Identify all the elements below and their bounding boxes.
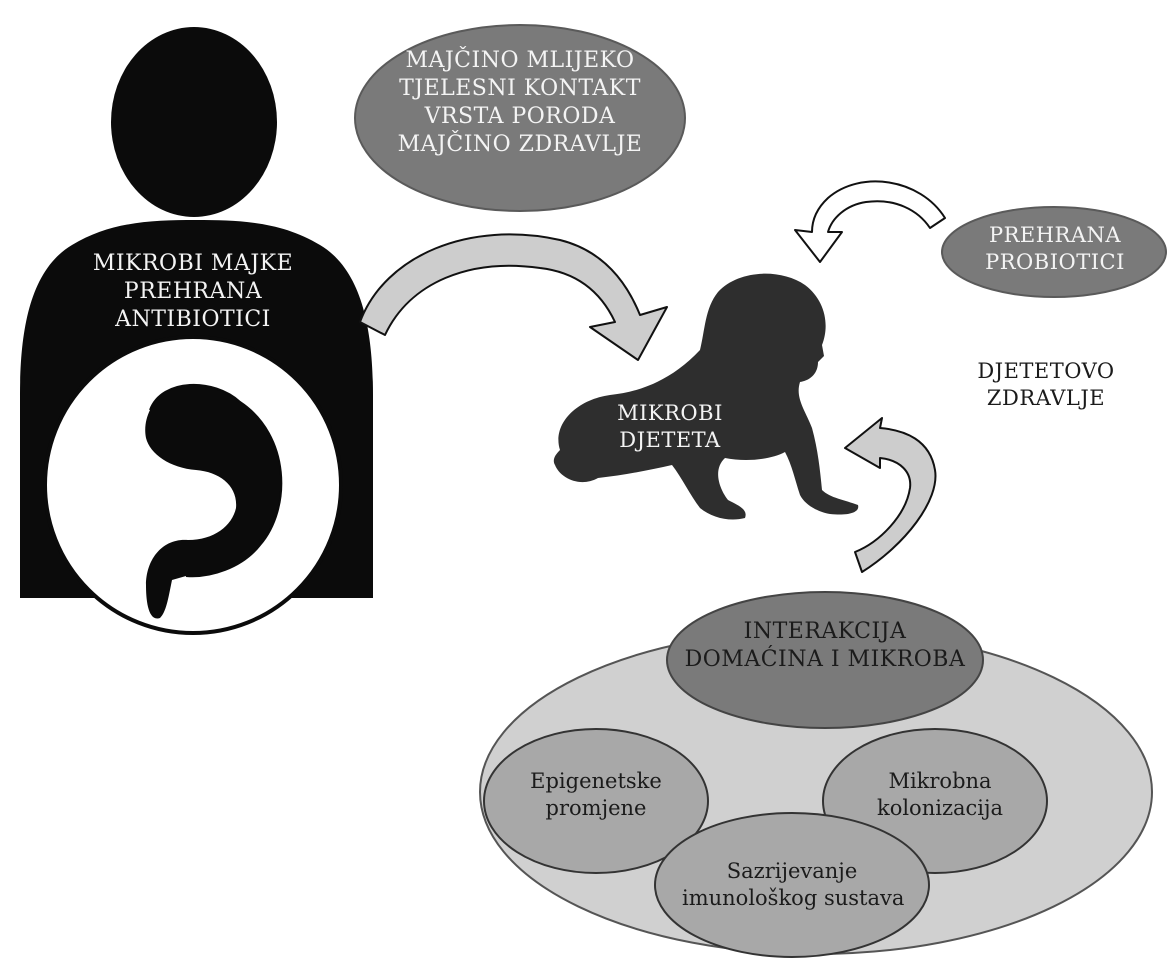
mother-silhouette: [20, 27, 373, 635]
factors-label-line: VRSTA PORODA: [424, 104, 616, 130]
interaction-label: INTERAKCIJA DOMAĆINA I MIKROBA: [680, 618, 970, 674]
baby-label-line: MIKROBI: [617, 401, 723, 425]
interaction-label-line: INTERAKCIJA: [743, 619, 907, 644]
interaction-label-line: DOMAĆINA I MIKROBA: [684, 647, 966, 673]
outcome-label-line: Mikrobna: [888, 769, 992, 793]
arrow-nutrition-to-baby: [794, 180, 946, 263]
baby-label-line: DJETETA: [619, 427, 721, 452]
fetus-icon: [145, 384, 282, 619]
child-health-label-line: DJETETOVO: [977, 359, 1115, 383]
mother-label: MIKROBI MAJKE PREHRANA ANTIBIOTICI: [62, 250, 324, 334]
nutrition-bubble: [941, 206, 1167, 298]
factors-label-line: TJELESNI KONTAKT: [399, 76, 641, 102]
womb-circle: [43, 335, 343, 635]
baby-label: MIKROBI DJETETA: [600, 400, 740, 454]
nutrition-label: PREHRANA PROBIOTICI: [960, 222, 1150, 276]
baby-silhouette: [553, 273, 859, 520]
nutrition-label-line: PREHRANA: [988, 223, 1122, 247]
fetus-outline: [149, 384, 283, 578]
arrow-interaction-to-baby: [844, 417, 937, 573]
outcome-label-line: Epigenetske: [530, 769, 662, 793]
mother-label-line: MIKROBI MAJKE: [92, 251, 294, 276]
outcome-label-line: imunološkog sustava: [682, 885, 905, 910]
nutrition-label-line: PROBIOTICI: [985, 249, 1125, 274]
child-health-label-line: ZDRAVLJE: [986, 385, 1106, 410]
interaction-bubble: [666, 591, 984, 729]
mother-head: [111, 27, 277, 217]
factors-bubble: [354, 24, 686, 212]
mother-label-line: PREHRANA: [123, 279, 263, 305]
outcome-ellipse-immune: [654, 812, 930, 958]
outcome-label-line: Sazrijevanje: [726, 859, 858, 883]
outcome-label-epigenetic: Epigenetske promjene: [516, 768, 676, 822]
outcome-ellipse-epigenetic: [483, 728, 709, 874]
mother-label-line: ANTIBIOTICI: [115, 307, 271, 333]
baby-body: [553, 273, 859, 520]
outcome-label-immune: Sazrijevanje imunološkog sustava: [682, 858, 905, 912]
factors-label-line: MAJČINO MLIJEKO: [405, 48, 635, 73]
arrow-mother-to-baby: [359, 233, 668, 361]
factors-label-line: MAJČINO ZDRAVLJE: [397, 132, 643, 158]
outcome-label-colonization: Mikrobna kolonizacija: [860, 768, 1020, 822]
outcome-label-line: kolonizacija: [876, 795, 1004, 820]
factors-label: MAJČINO MLIJEKO TJELESNI KONTAKT VRSTA P…: [384, 47, 656, 160]
outcome-label-line: promjene: [545, 795, 647, 820]
child-health-label: DJETETOVO ZDRAVLJE: [958, 358, 1134, 412]
